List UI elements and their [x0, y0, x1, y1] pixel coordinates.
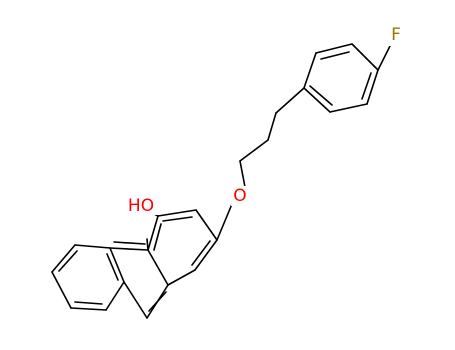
bond — [157, 209, 197, 217]
bond — [167, 269, 196, 286]
bond — [309, 85, 333, 106]
bond — [351, 43, 379, 71]
bond — [147, 249, 169, 286]
ring-a — [51, 244, 125, 311]
bond — [267, 112, 277, 141]
bond — [320, 51, 350, 60]
bond — [162, 216, 193, 222]
fluorine-label: F — [391, 25, 401, 45]
bond — [147, 215, 159, 251]
bond — [315, 43, 353, 54]
bond — [194, 239, 218, 271]
bond — [303, 87, 331, 113]
bond — [51, 244, 76, 273]
ring-b — [109, 241, 169, 319]
bond — [109, 247, 125, 283]
bond — [216, 203, 233, 241]
hydroxyl-label: HO — [128, 196, 154, 216]
label-background — [387, 24, 405, 46]
bond — [123, 281, 148, 319]
bond — [58, 250, 78, 272]
bond — [109, 247, 149, 251]
bond — [239, 139, 269, 162]
bond — [146, 238, 149, 251]
bond — [303, 52, 317, 89]
bond — [366, 69, 379, 105]
bond — [51, 271, 72, 309]
bond — [70, 307, 107, 311]
bond — [191, 240, 211, 266]
bond — [239, 160, 246, 188]
bond — [113, 241, 146, 245]
bond — [74, 301, 103, 305]
label-background — [126, 195, 160, 215]
bond — [275, 87, 305, 114]
bond — [153, 223, 162, 251]
bond — [329, 103, 368, 113]
bond — [377, 45, 391, 71]
bond — [361, 72, 372, 100]
propyl-chain — [216, 87, 305, 241]
bond — [148, 291, 167, 312]
bond — [195, 209, 218, 241]
ring-c — [147, 209, 218, 286]
ring-d — [303, 43, 379, 113]
bond — [74, 244, 111, 249]
ether-oxygen-label: O — [233, 186, 246, 206]
label-background — [231, 186, 249, 206]
bond — [105, 281, 125, 311]
bond — [106, 253, 119, 281]
